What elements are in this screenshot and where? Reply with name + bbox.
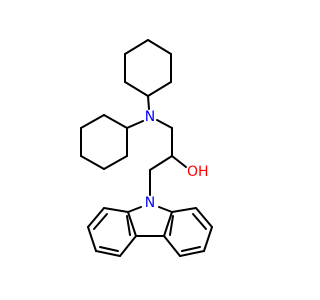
carbazole: [87, 206, 213, 257]
cyclohexyl-ring-upper: [124, 39, 172, 97]
propanol-chain: [149, 127, 187, 196]
amine-bonds: [126, 95, 173, 129]
structure-diagram: N OH N: [80, 39, 213, 257]
amine-nitrogen-label: N: [145, 109, 155, 125]
carbazole-nitrogen-label: N: [145, 195, 155, 211]
cyclohexyl-ring-left: [80, 114, 128, 170]
hydroxyl-label: OH: [187, 164, 209, 180]
